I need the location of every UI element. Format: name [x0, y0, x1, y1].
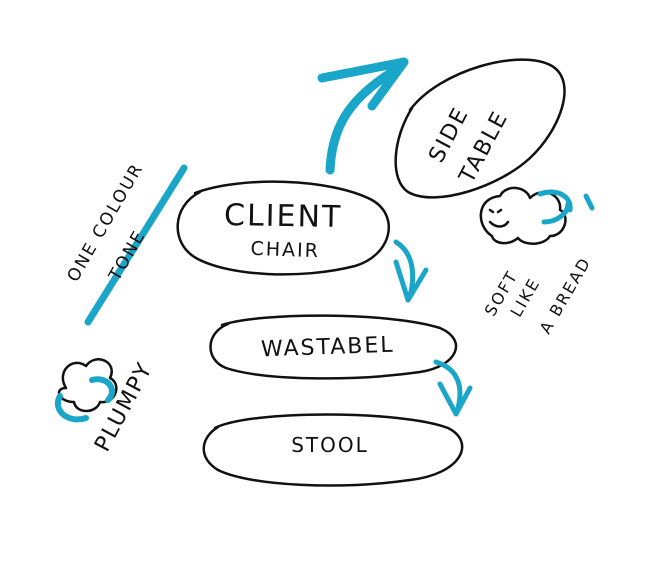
client-chair-label-line1: CLIENT — [224, 198, 343, 235]
arrow-to-wastabel — [393, 239, 429, 303]
arrow-to-side-table — [317, 57, 409, 175]
wastabel-ellipse — [209, 314, 458, 380]
soft-like-bread-line3: A BREAD — [536, 253, 595, 337]
plumpy-label: PLUMPY — [90, 358, 158, 456]
client-chair-label-line2: CHAIR — [250, 238, 320, 262]
stool-ellipse — [202, 413, 464, 487]
side-table-ellipse — [394, 58, 566, 199]
one-colour-tone-line2: TONE — [105, 227, 150, 286]
arrow-to-stool — [433, 359, 473, 417]
colour-tone-accent-line — [84, 164, 188, 326]
stool-label: STOOL — [291, 433, 369, 457]
wastabel-label: WASTABEL — [261, 333, 395, 363]
bread-doodle-icon — [479, 186, 595, 245]
one-colour-tone-line1: ONE COLOUR — [64, 159, 148, 285]
plumpy-doodle-icon — [55, 358, 118, 423]
client-chair-ellipse — [176, 180, 390, 276]
